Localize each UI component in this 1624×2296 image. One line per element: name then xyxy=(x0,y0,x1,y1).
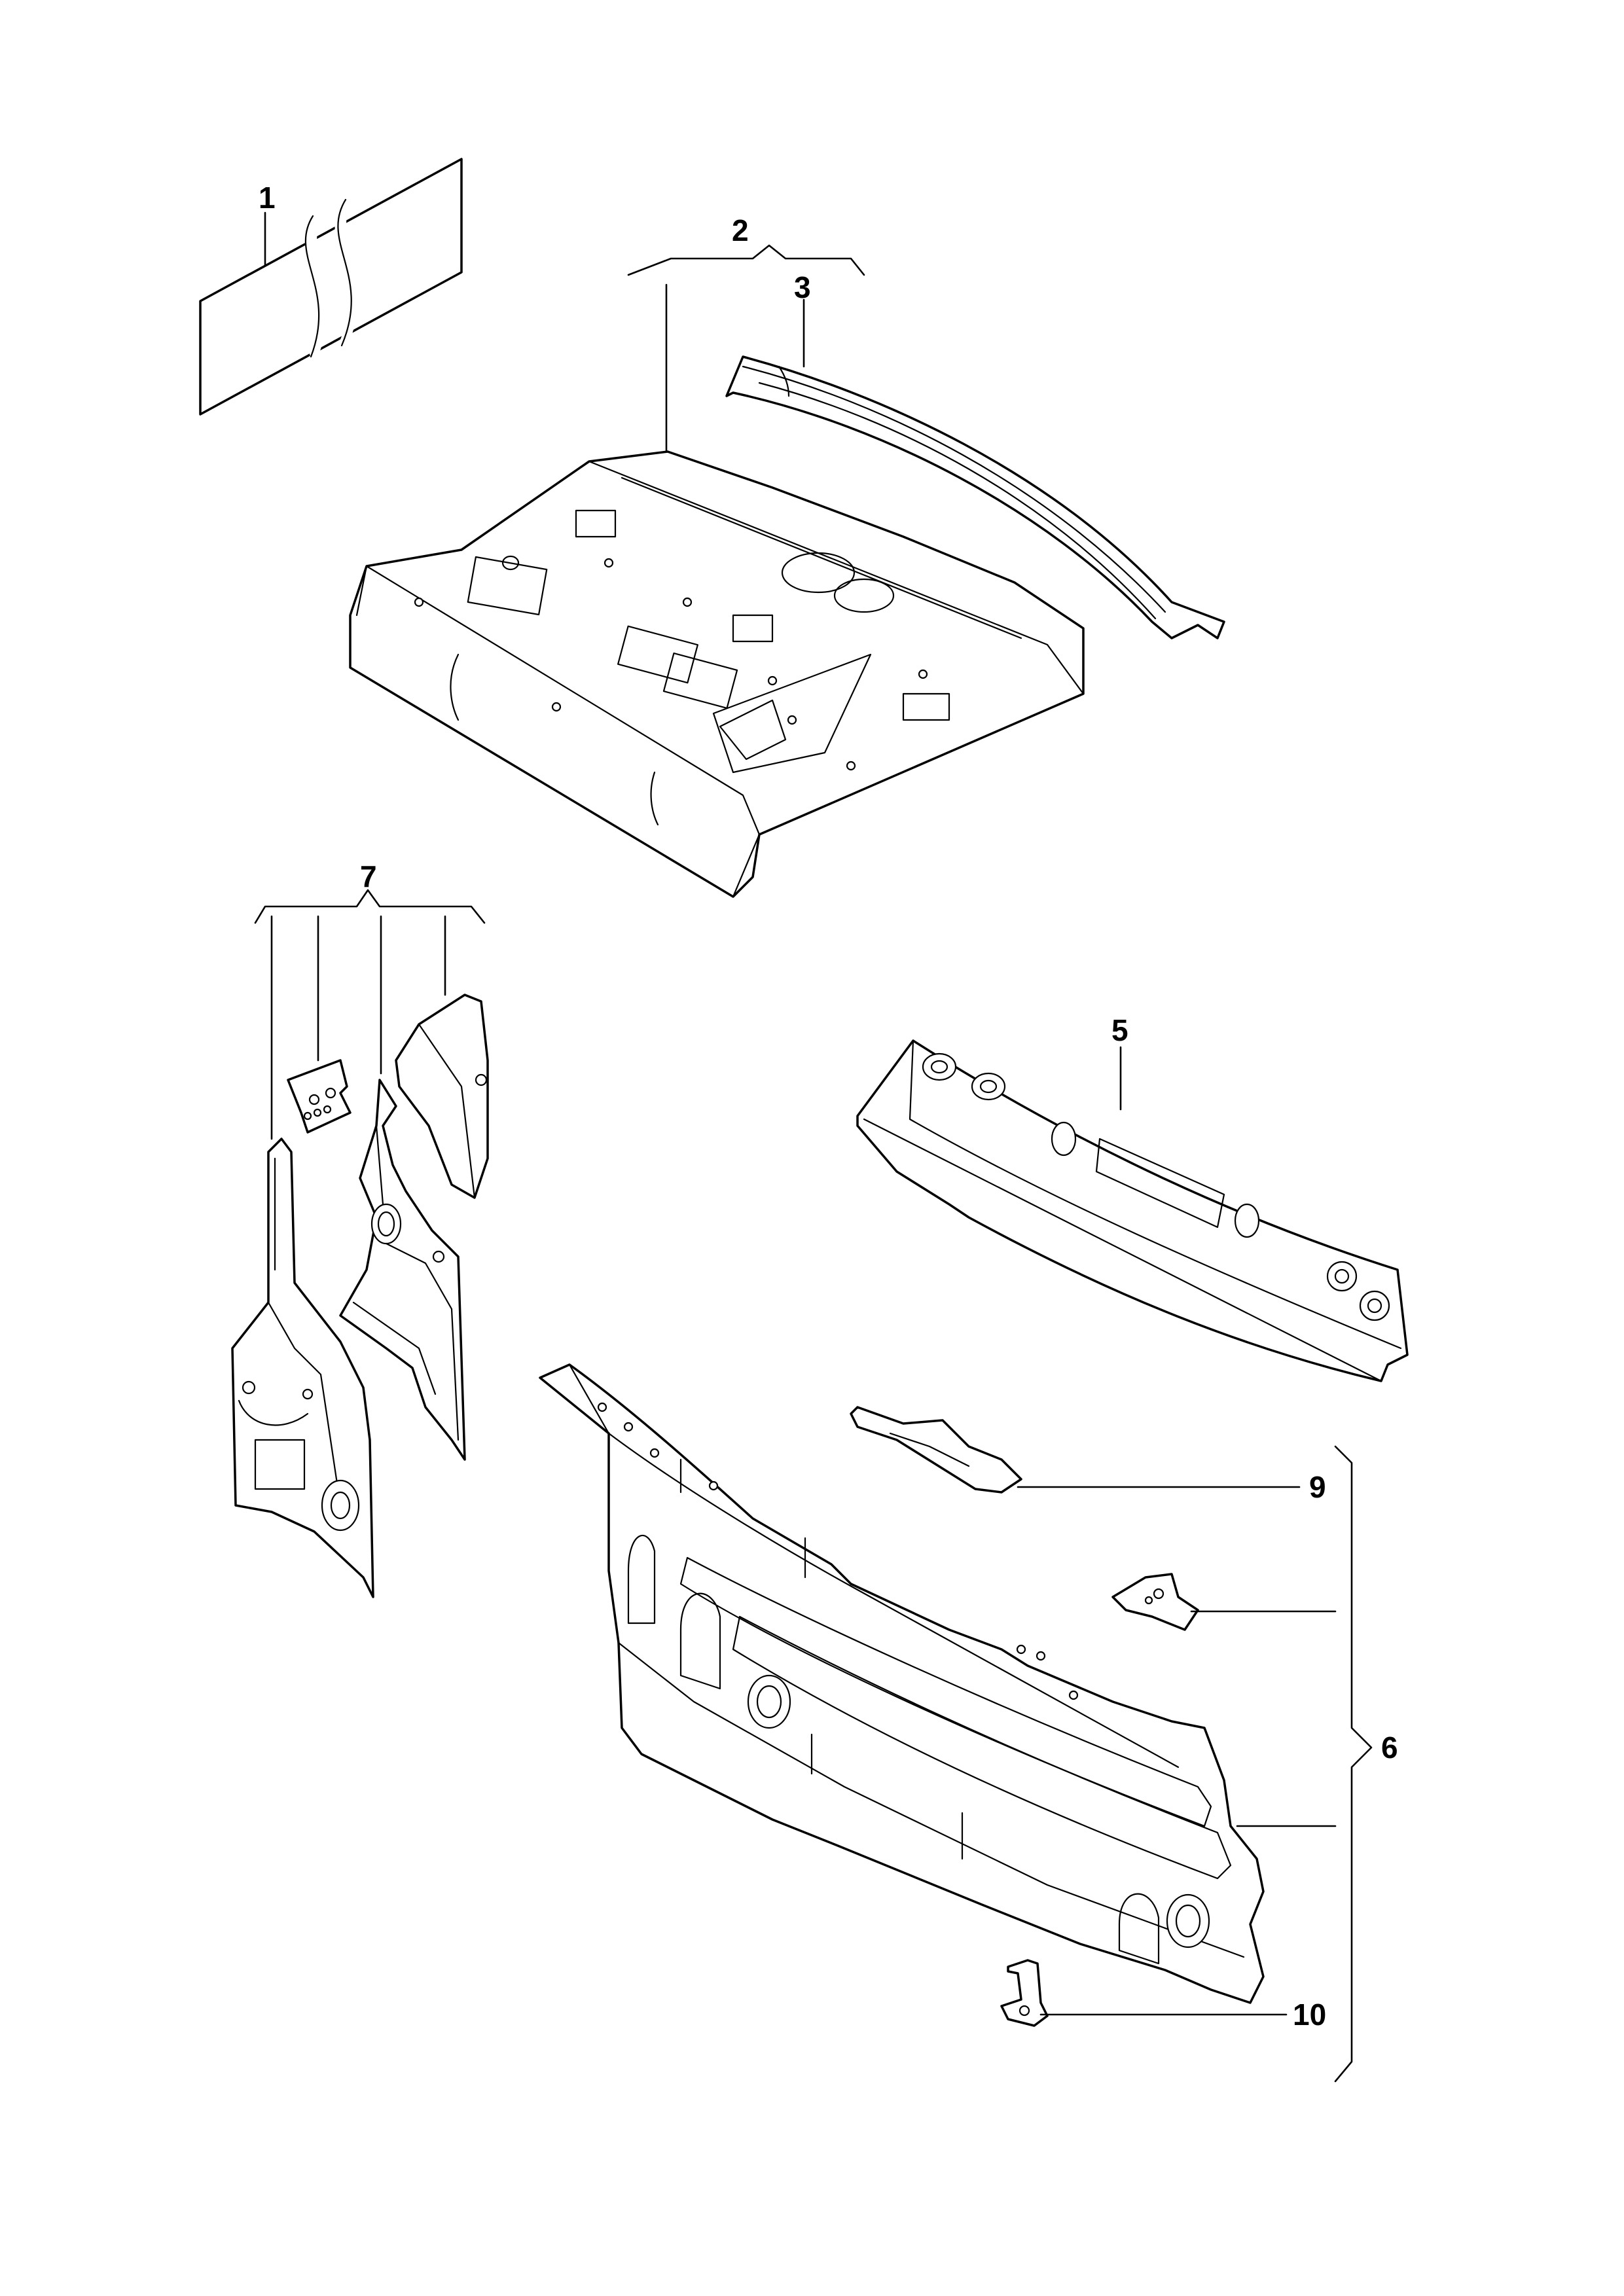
callout-9: 9 xyxy=(1309,1470,1326,1504)
part-9-reinforcement xyxy=(850,1406,1022,1494)
callout-5: 5 xyxy=(1111,1013,1128,1047)
part-2-rear-floor-panel xyxy=(349,450,1085,898)
callout-2: 2 xyxy=(732,213,749,247)
part-5-upper-back-panel xyxy=(856,1039,1409,1382)
part-7c-inner-panel xyxy=(339,1079,466,1461)
callout-10: 10 xyxy=(1293,1998,1326,2032)
callout-7: 7 xyxy=(360,859,377,893)
part-7d-wheelhouse-panel xyxy=(231,1138,374,1598)
part-7a-bracket xyxy=(287,1059,352,1134)
leader-7 xyxy=(254,889,486,1140)
leader-2 xyxy=(627,244,865,453)
callout-3: 3 xyxy=(794,270,811,304)
part-6a-bracket xyxy=(1111,1573,1199,1631)
leader-6 xyxy=(1190,1445,1373,2083)
callout-1: 1 xyxy=(259,181,276,215)
part-3-rear-cross-member xyxy=(725,355,1225,639)
part-6-rear-panel xyxy=(539,1363,1265,2004)
part-7b-upper-brace xyxy=(395,994,489,1199)
part-1-insulation-sheet xyxy=(199,158,463,416)
callout-6: 6 xyxy=(1381,1731,1398,1765)
part-10-bracket xyxy=(1000,1959,1049,2027)
